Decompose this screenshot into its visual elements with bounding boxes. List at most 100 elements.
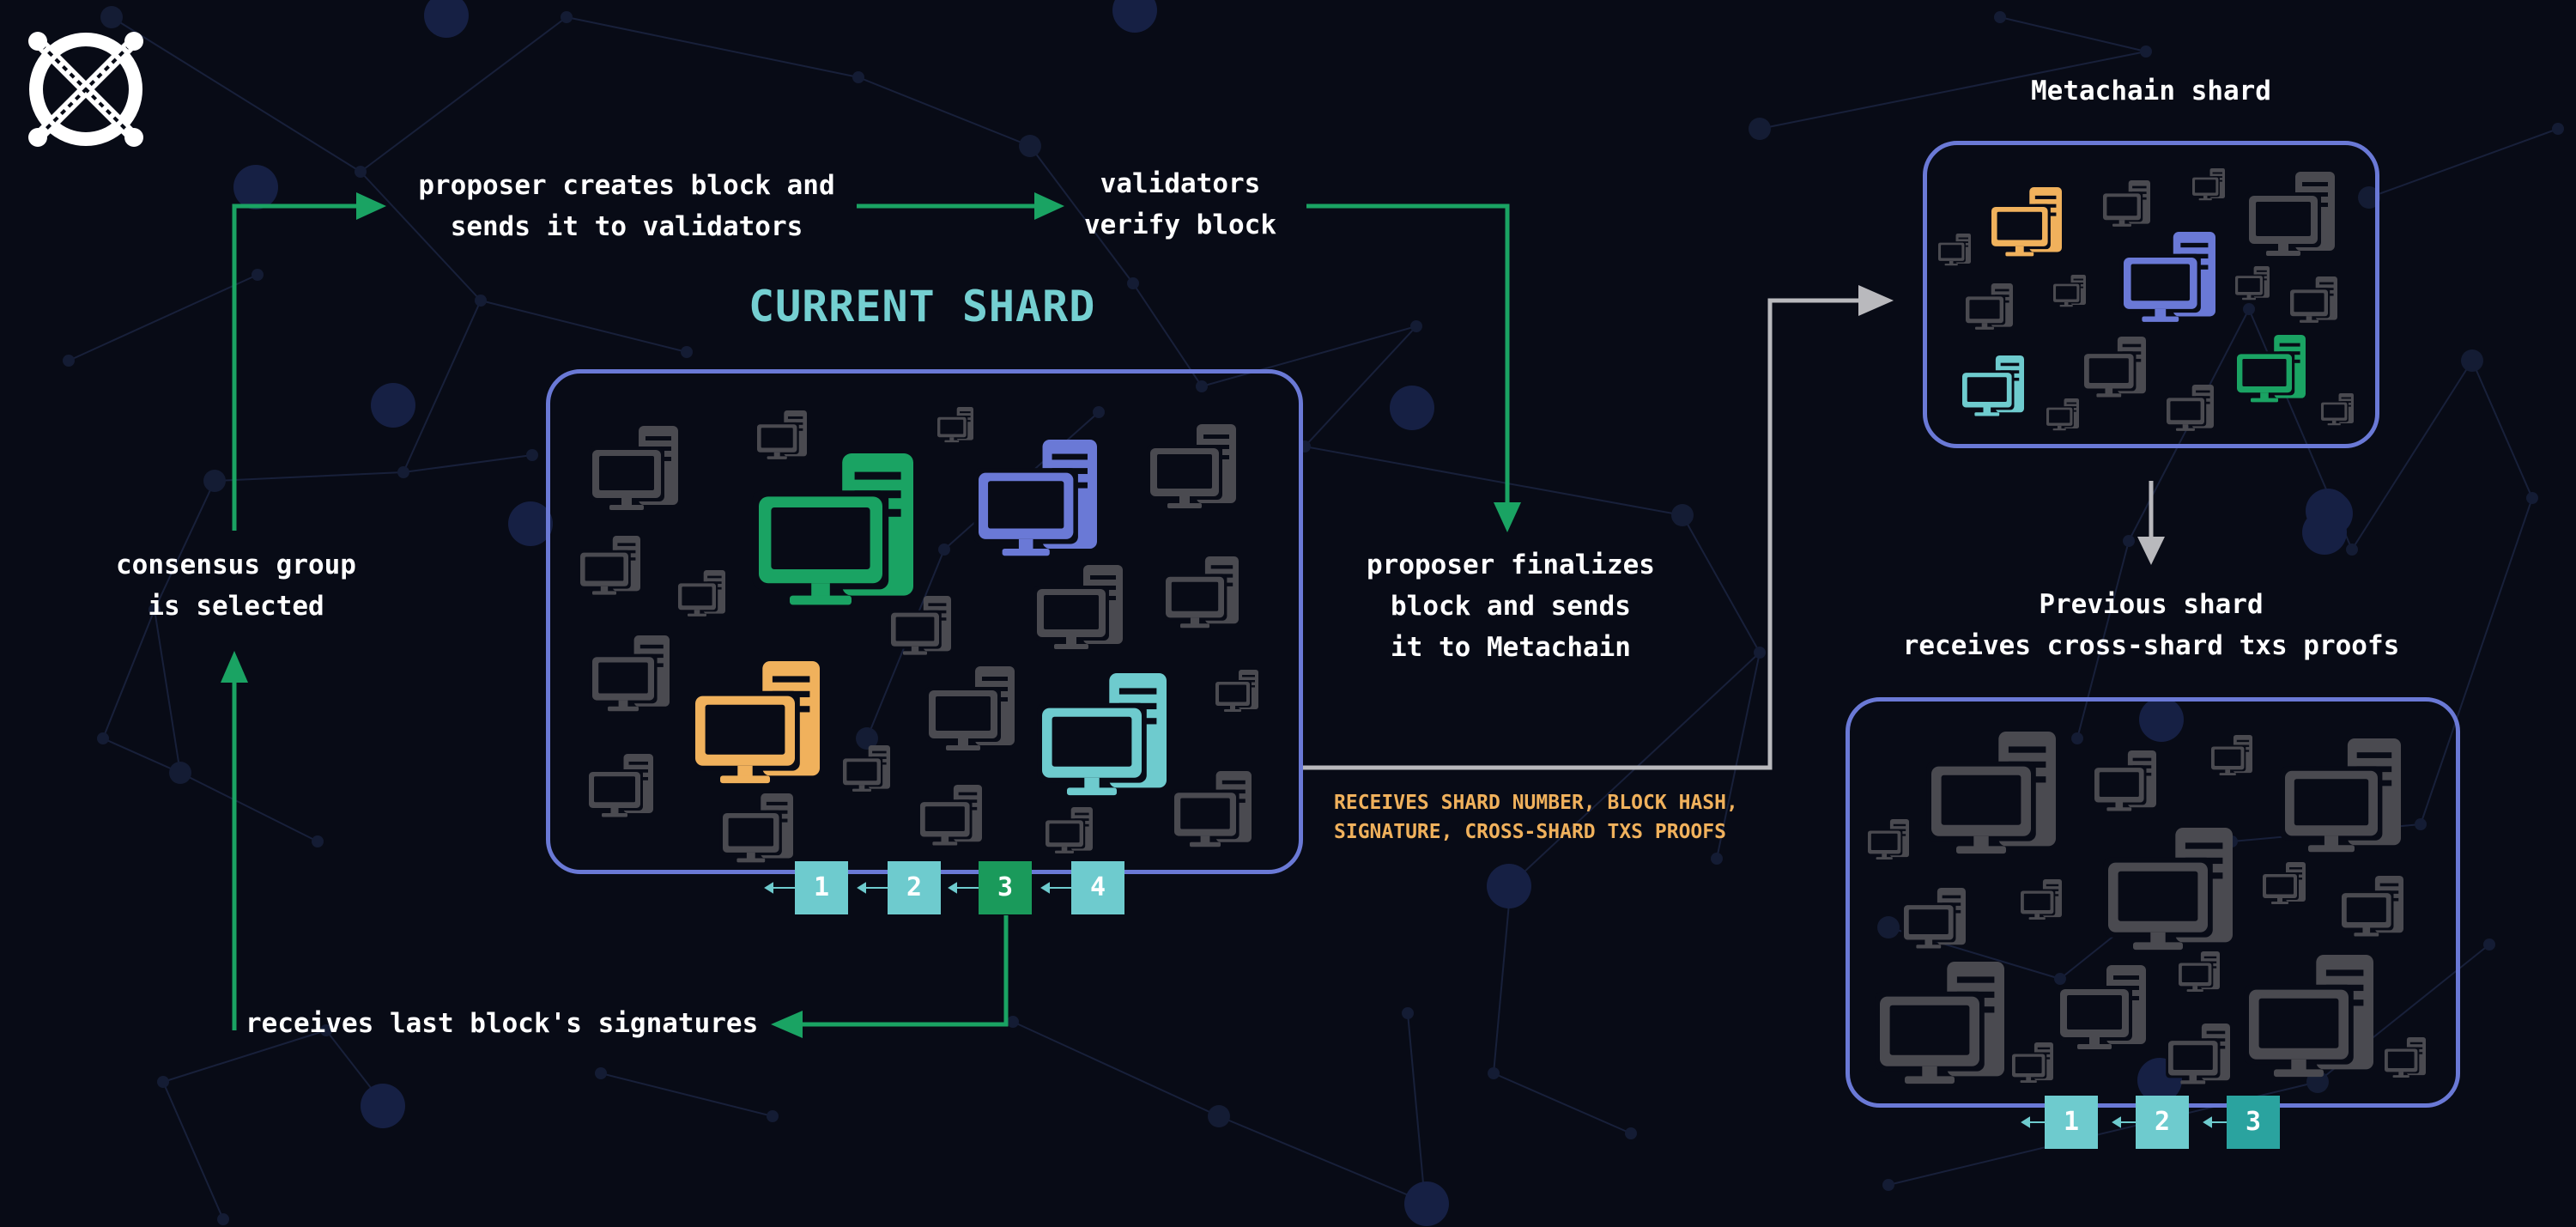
constellation-node: [1410, 320, 1422, 332]
computer-icon: [1963, 283, 2013, 330]
label-line: consensus group: [116, 550, 356, 580]
coin-icon: [2306, 489, 2350, 533]
computer-icon: [918, 785, 982, 846]
constellation-node: [2123, 535, 2135, 547]
constellation-node: [1749, 118, 1771, 140]
arrow-signatures-to-consensus: [221, 651, 248, 1030]
computer-icon: [2319, 393, 2354, 426]
arrow-consensus-to-proposer: [232, 192, 386, 531]
constellation-node: [157, 1076, 169, 1088]
constellation-line: [214, 471, 404, 482]
label-line: receives cross-shard txs proofs: [1902, 630, 2400, 661]
constellation-node: [100, 6, 123, 28]
computer-icon: [925, 666, 1015, 750]
constellation-line: [2368, 128, 2559, 198]
computer-icon: [2234, 266, 2270, 301]
constellation-node: [1671, 504, 1694, 526]
computer-icon: [1162, 556, 1239, 629]
computer-icon: [2010, 1042, 2053, 1084]
coin-icon: [1390, 386, 1434, 430]
constellation-line: [480, 300, 688, 353]
previous-chain-block-2: 2: [2136, 1096, 2189, 1149]
computer-icon: [2166, 1024, 2230, 1084]
computer-icon: [719, 793, 793, 863]
constellation-line: [858, 76, 1031, 147]
computer-icon: [755, 410, 807, 459]
constellation-node: [1093, 406, 1105, 418]
constellation-node: [1208, 1105, 1230, 1127]
computer-icon: [2191, 168, 2225, 201]
computer-icon: [2383, 1037, 2426, 1078]
constellation-node: [2461, 349, 2483, 372]
constellation-line: [360, 16, 567, 173]
constellation-node: [203, 470, 226, 492]
constellation-node: [1196, 380, 1208, 392]
arrow-to-metachain: [1303, 285, 1894, 770]
constellation-node: [355, 166, 367, 178]
constellation-line: [2076, 540, 2130, 739]
constellation-line: [2420, 497, 2533, 825]
constellation-node: [1625, 1127, 1637, 1139]
computer-icon: [2057, 965, 2146, 1049]
computer-icon: [690, 661, 820, 784]
constellation-node: [1754, 647, 1766, 659]
constellation-line: [102, 609, 155, 739]
current-chain-block-2: 2: [888, 861, 941, 914]
arrow-block3-to-signatures: [771, 915, 1009, 1038]
constellation-line: [1218, 1115, 1426, 1203]
note-line: RECEIVES SHARD NUMBER, BLOCK HASH,: [1334, 792, 1738, 814]
computer-icon: [2119, 232, 2215, 322]
label-line: validators: [1100, 168, 1261, 199]
constellation-line: [154, 609, 181, 774]
computer-icon: [936, 407, 973, 443]
label-line: sends it to validators: [450, 211, 803, 242]
coin-icon: [371, 383, 415, 428]
computer-icon: [1171, 771, 1252, 847]
label-line: proposer creates block and: [418, 170, 835, 201]
computer-icon: [2045, 398, 2079, 431]
constellation-node: [217, 1213, 229, 1225]
label-line: is selected: [148, 591, 324, 622]
elrond-logo-icon: [28, 32, 143, 147]
computer-icon: [1960, 355, 2024, 416]
constellation-line: [1407, 1012, 1426, 1203]
arrow-metachain-to-previous: [2137, 481, 2165, 565]
computer-icon: [2280, 738, 2401, 853]
constellation-line: [162, 1030, 327, 1083]
constellation-node: [2358, 186, 2380, 209]
label-line: proposer finalizes: [1367, 550, 1655, 580]
constellation-line: [1759, 51, 2147, 130]
constellation-line: [1716, 652, 1761, 860]
constellation-line: [2351, 360, 2473, 550]
computer-icon: [1937, 234, 1971, 266]
constellation-node: [1007, 1016, 1019, 1028]
computer-icon: [2177, 951, 2220, 993]
constellation-node: [2054, 973, 2066, 985]
coin-icon: [508, 501, 553, 546]
constellation-node: [856, 727, 878, 750]
computer-icon: [2092, 750, 2156, 811]
computer-icon: [1988, 187, 2062, 257]
computer-icon: [888, 596, 951, 655]
constellation-line: [360, 171, 482, 301]
constellation-node: [2140, 46, 2152, 58]
computer-icon: [1875, 962, 2004, 1084]
current-chain-block-1: 1: [795, 861, 848, 914]
metachain-note: RECEIVES SHARD NUMBER, BLOCK HASH, SIGNA…: [1334, 788, 1738, 847]
constellation-node: [1127, 277, 1139, 289]
constellation-line: [1682, 514, 1761, 653]
arrow-validators-to-finalize: [1306, 203, 1521, 532]
previous-chain-block-3: 3: [2227, 1096, 2280, 1149]
label-receives-signatures: receives last block's signatures: [245, 1008, 759, 1039]
constellation-line: [111, 16, 361, 173]
computer-icon: [676, 570, 725, 617]
coin-icon: [233, 165, 278, 210]
label-previous-shard: Previous shard receives cross-shard txs …: [1876, 584, 2426, 666]
current-shard-title: CURRENT SHARD: [749, 282, 1096, 331]
constellation-node: [1711, 853, 1723, 865]
constellation-line: [154, 480, 215, 610]
constellation-node: [252, 269, 264, 281]
